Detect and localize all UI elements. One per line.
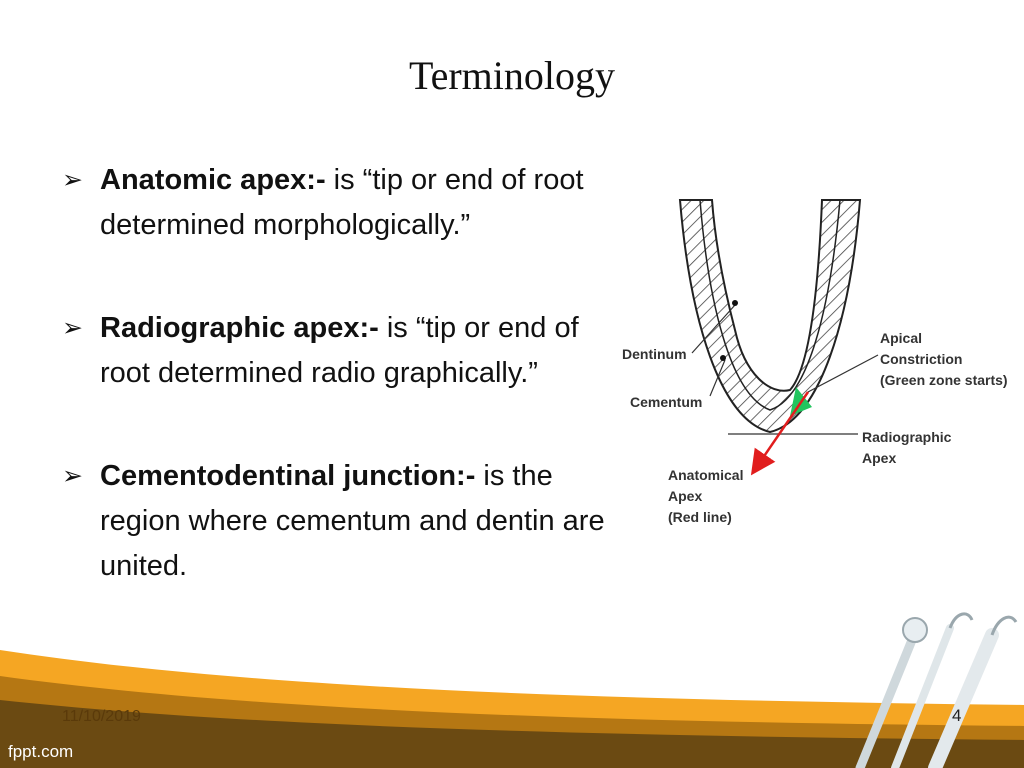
slide-title: Terminology [408, 53, 616, 98]
footer-date: 11/10/2019 [62, 708, 141, 725]
label-anatomical-1: Anatomical [668, 467, 743, 483]
cementum-pointer [709, 359, 726, 397]
label-cementum: Cementum [630, 394, 702, 410]
bullet-term: Radiographic apex:- [100, 312, 379, 344]
bullet-cementodentinal-junction: ➢ Cementodentinal junction:- is the regi… [62, 454, 622, 589]
label-anatomical-3: (Red line) [668, 509, 732, 525]
brand-text[interactable]: fppt.com [8, 742, 74, 761]
bullet-text: is “tip or end of root determined morpho… [100, 164, 584, 241]
cementum-dot [720, 355, 726, 361]
canal-line [699, 199, 841, 411]
bullet-list: ➢ Anatomic apex:- is “tip or end of root… [62, 158, 622, 647]
bullet-text: is “tip or end of root determined radio … [100, 312, 579, 389]
page-number: 4 [952, 706, 962, 725]
label-apical-2: Constriction [880, 351, 962, 367]
label-apical-3: (Green zone starts) [880, 372, 1008, 388]
footer-wave-band [0, 650, 1024, 768]
dentinum-dot [732, 300, 738, 306]
dentinum-pointer [691, 304, 736, 354]
label-radiographic-2: Apex [862, 450, 896, 466]
dental-tools-icon [855, 612, 1018, 768]
bullet-anatomic-apex: ➢ Anatomic apex:- is “tip or end of root… [62, 158, 622, 248]
anatomical-apex-arrow [750, 391, 810, 476]
arrow-bullet-icon: ➢ [62, 314, 83, 342]
label-apical-1: Apical [880, 330, 922, 346]
bullet-term: Cementodentinal junction:- [100, 460, 476, 492]
label-radiographic-1: Radiographic [862, 429, 952, 445]
bullet-radiographic-apex: ➢ Radiographic apex:- is “tip or end of … [62, 306, 622, 396]
apical-pointer [807, 354, 879, 393]
bullet-term: Anatomic apex:- [100, 164, 326, 196]
arrow-bullet-icon: ➢ [62, 166, 83, 194]
label-dentinum: Dentinum [622, 346, 687, 362]
label-anatomical-2: Apex [668, 488, 702, 504]
root-outer-wall [678, 199, 862, 434]
bullet-text: is the region where cementum and dentin … [100, 460, 605, 582]
root-apex-diagram: Dentinum Cementum Apical Constriction (G… [622, 199, 1008, 525]
arrow-bullet-icon: ➢ [62, 462, 83, 490]
